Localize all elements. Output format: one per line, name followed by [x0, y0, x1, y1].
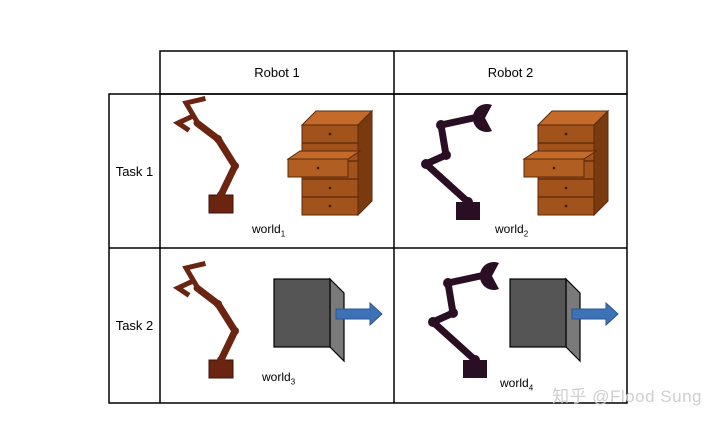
world-label-3: world3: [262, 370, 296, 387]
column-header-label: Robot 1: [254, 65, 300, 80]
dresser-icon: [523, 110, 609, 216]
column-header-robot-1: Robot 1: [160, 51, 394, 94]
robot-2-arm-icon: [428, 262, 499, 378]
box-with-arrow-icon: [509, 278, 619, 362]
row-header-label: Task 2: [115, 318, 154, 333]
robot-2-arm-icon: [421, 104, 492, 220]
column-header-robot-2: Robot 2: [394, 51, 627, 94]
box-with-arrow-icon: [273, 278, 383, 362]
row-header-task-2: Task 2: [109, 248, 160, 403]
robot-1-arm-icon: [178, 99, 239, 213]
world-label-1: world1: [252, 222, 286, 239]
dresser-icon: [287, 110, 373, 216]
world-label-4: world4: [500, 376, 534, 393]
watermark: 知乎 @Flood Sung: [552, 387, 702, 406]
row-header-label: Task 1: [115, 163, 154, 179]
column-header-label: Robot 2: [487, 65, 534, 80]
world-label-2: world2: [495, 222, 529, 239]
robot-1-arm-icon: [178, 264, 239, 378]
row-header-task-1: Task 1: [109, 94, 160, 248]
